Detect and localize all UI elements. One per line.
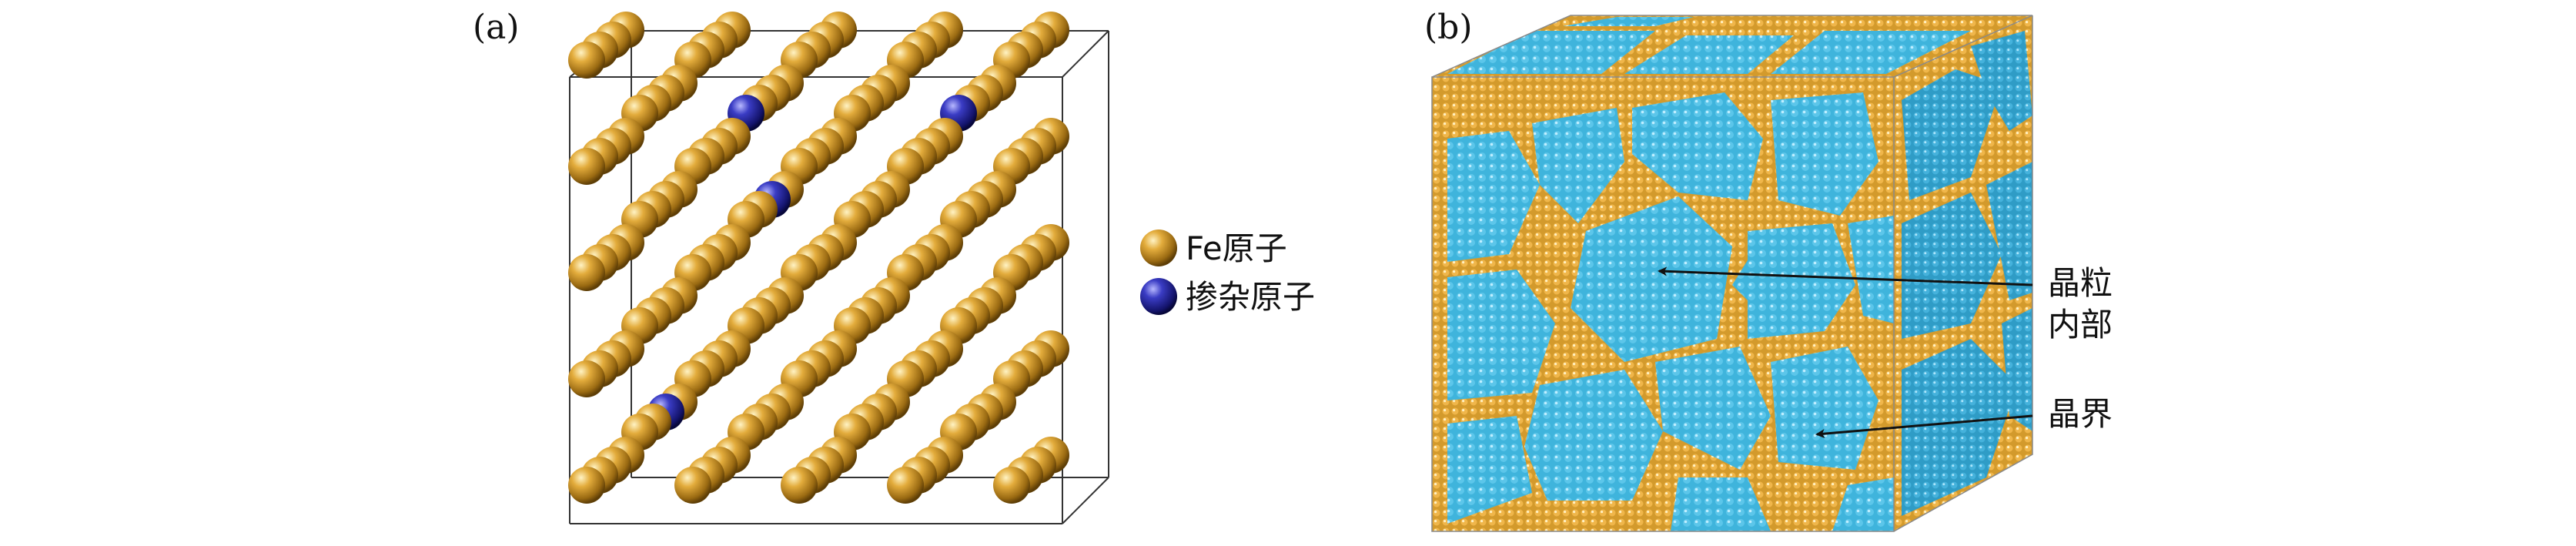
atom-row [834,277,910,344]
fe-atom [781,467,818,504]
atom-row [887,224,963,291]
grain-interior-region [1571,196,1732,362]
atom-row [887,437,963,504]
annotation-grain-interior: 晶粒 内部 [1658,264,2113,343]
atom-row [568,330,644,397]
annotation-grain-boundary: 晶界 [1815,395,2113,439]
label-grain-interior-line2: 内部 [2048,306,2113,343]
legend-dopant-label: 掺杂原子 [1186,278,1315,316]
atom-row [728,171,804,238]
atom-legend: Fe原子 掺杂原子 [1140,229,1315,316]
atom-row [621,384,698,451]
atom-row [887,118,963,185]
atom-row [834,171,910,238]
atom-row [621,171,698,238]
panel-a-label: (a) [473,8,520,47]
arrow-grain-boundary [1815,414,2033,439]
atom-row [728,277,804,344]
atom-row [674,437,751,504]
panel-a-crystal: (a) Fe原子 掺杂原子 [473,8,1315,524]
atom-row [940,384,1016,451]
fe-atom [568,254,605,291]
atom-row [993,224,1069,291]
atom-row [568,224,644,291]
cube-outline [1431,15,2033,532]
panel-b-polycrystal: (b) [1424,8,2113,532]
cube-side-face [1894,15,2032,531]
atom-row [781,118,857,185]
atom-row [993,12,1069,79]
atom-row [674,12,751,79]
atom-row [674,224,751,291]
atom-row [940,171,1016,238]
atom-row [781,224,857,291]
fe-atom [993,467,1030,504]
atom-row [674,118,751,185]
atom-row [993,330,1069,397]
atom-row [887,330,963,397]
fe-atom [568,467,605,504]
atom-row [887,12,963,79]
label-grain-interior-line1: 晶粒 [2048,264,2113,302]
atom-row [993,437,1069,504]
atom-row [834,384,910,451]
fe-atom [674,467,711,504]
fe-atom-legend-icon [1140,229,1177,266]
fe-atom [568,360,605,397]
atom-row [781,437,857,504]
label-grain-boundary: 晶界 [2048,395,2113,433]
fe-atom [887,467,924,504]
fe-atom [568,148,605,185]
atom-row [728,384,804,451]
atom-row [834,65,910,132]
atom-row [621,65,698,132]
atom-row [568,437,644,504]
atom-row [568,12,644,79]
dopant-atom-legend-icon [1140,278,1177,315]
arrow-grain-interior [1658,266,2033,286]
panel-b-label: (b) [1424,8,1473,47]
atom-row [568,118,644,185]
cube-front-face [1432,77,1894,531]
legend-fe-label: Fe原子 [1186,229,1287,267]
atom-row [781,330,857,397]
fe-atom [568,42,605,79]
atom-lattice [568,12,1069,504]
